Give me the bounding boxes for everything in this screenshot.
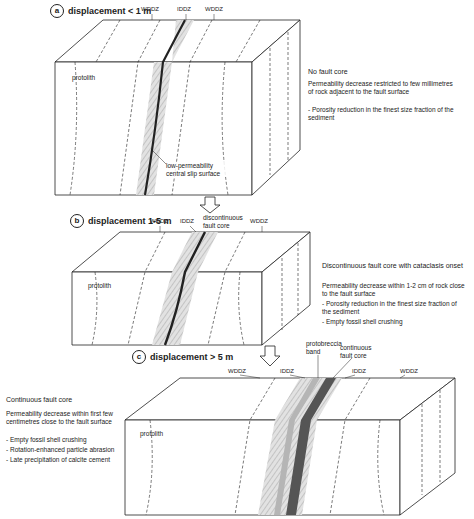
panel-note: Permeability decrease within first few c… bbox=[6, 410, 120, 425]
zone-label: IDDZ bbox=[280, 368, 294, 375]
zone-label: IDDZ bbox=[180, 218, 194, 225]
rock-label: protolith bbox=[140, 430, 163, 438]
panel-heading: No fault core bbox=[308, 68, 458, 76]
panel-letter: c bbox=[137, 353, 141, 361]
panel-letter: a bbox=[55, 7, 59, 15]
panel-note: Permeability decrease within 1-2 cm of r… bbox=[322, 282, 467, 297]
panel-note: - Late precipitation of calcite cement bbox=[6, 456, 120, 464]
panel-title: displacement < 1 m bbox=[68, 6, 151, 17]
zone-label: WDDZ bbox=[205, 6, 223, 13]
zone-label: IDDZ bbox=[177, 6, 191, 13]
zone-label: WDDZ bbox=[150, 218, 168, 225]
panel-note: - Porosity reduction in the finest size … bbox=[308, 106, 458, 121]
rock-label: protolith bbox=[88, 282, 111, 290]
zone-label: WDDZ bbox=[400, 368, 418, 375]
panel-letter-circle: a bbox=[50, 4, 64, 18]
zone-label: WDDZ bbox=[228, 368, 246, 375]
zone-label: WDDZ bbox=[250, 218, 268, 225]
zone-label: IDDZ bbox=[352, 368, 366, 375]
panel-letter-circle: b bbox=[70, 214, 84, 228]
panel-note: - Porosity reduction in the finest size … bbox=[322, 300, 467, 315]
panel-heading: Discontinuous fault core with cataclasis… bbox=[322, 262, 467, 270]
panel-heading: Continuous fault core bbox=[6, 396, 120, 404]
zone-label: discontinuous fault core bbox=[203, 214, 248, 229]
panel-title: displacement > 5 m bbox=[150, 352, 233, 363]
callout-label: low-permeability central slip surface bbox=[166, 162, 228, 177]
panel-note: - Empty fossil shell crushing bbox=[6, 436, 120, 444]
panel-letter: b bbox=[75, 217, 80, 225]
panel-note: Permeability decrease restricted to few … bbox=[308, 80, 458, 95]
rock-label: protolith bbox=[72, 74, 95, 82]
zone-label: continuous fault core bbox=[340, 344, 385, 359]
panel-letter-circle: c bbox=[132, 350, 146, 364]
zone-label: WDDZ bbox=[141, 6, 159, 13]
zone-label: protobreccia band bbox=[306, 340, 336, 355]
panel-note: - Rotation-enhanced particle abrasion bbox=[6, 446, 120, 454]
panel-note: - Empty fossil shell crushing bbox=[322, 318, 467, 326]
